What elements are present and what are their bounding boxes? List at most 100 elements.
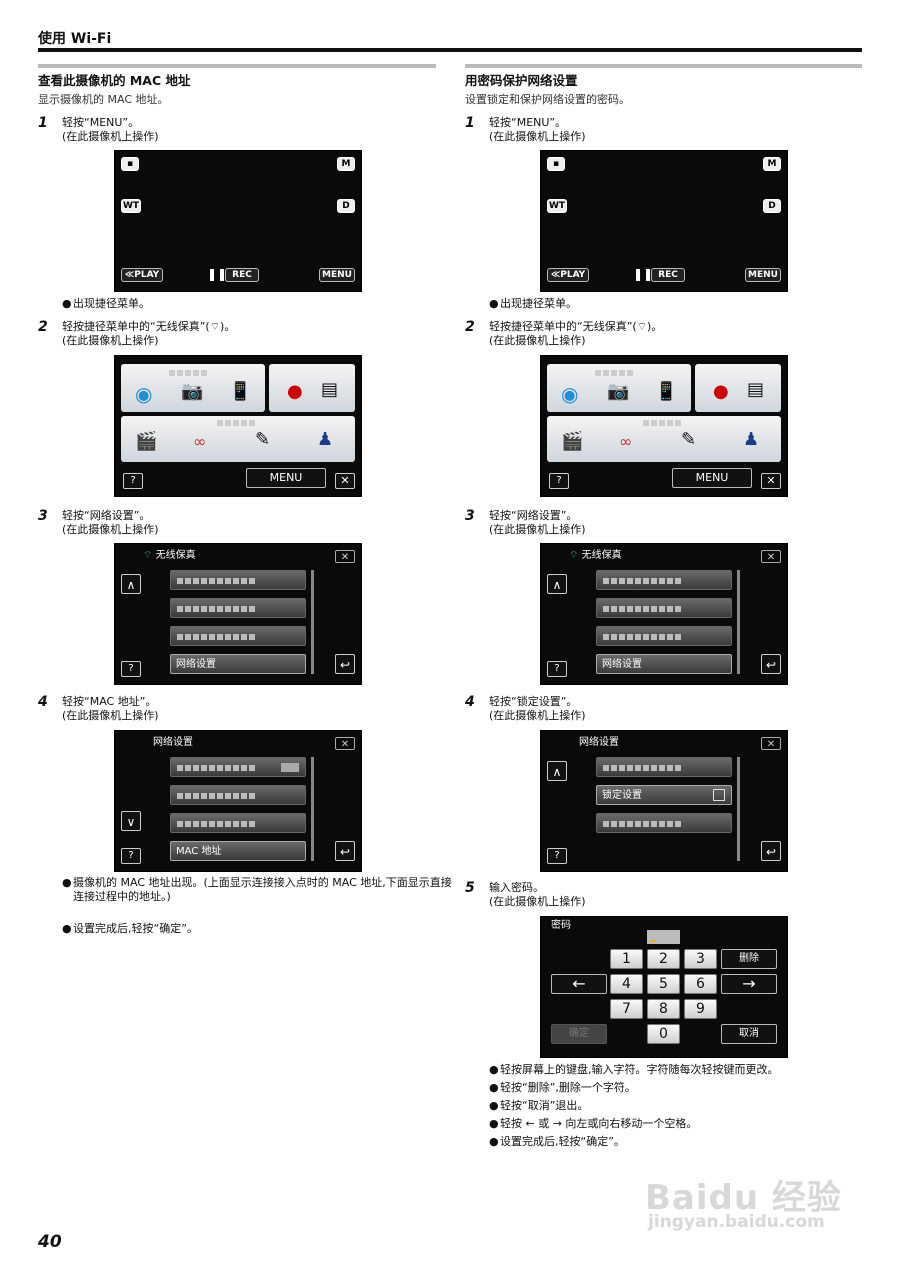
- bullet-item: ●摄像机的 MAC 地址出现。(上面显示连接接入点时的 MAC 地址,下面显示直…: [62, 876, 452, 903]
- network-settings-item[interactable]: 网络设置: [596, 654, 732, 674]
- camera-mode-icon[interactable]: ▪: [547, 157, 565, 171]
- camera-share-icon[interactable]: 📷: [181, 381, 204, 402]
- stamp-icon[interactable]: ♟: [743, 429, 760, 450]
- m-button[interactable]: M: [763, 157, 781, 171]
- key-1[interactable]: 1: [610, 949, 643, 969]
- list-item[interactable]: [596, 570, 732, 590]
- back-icon[interactable]: ↩: [335, 654, 355, 674]
- confirm-button[interactable]: 确定: [551, 1024, 607, 1044]
- wifi-icon[interactable]: ◉: [135, 382, 153, 406]
- scroll-up-button[interactable]: ∧: [547, 574, 567, 594]
- document-icon[interactable]: ▤: [747, 379, 765, 400]
- play-button[interactable]: ≪PLAY: [547, 268, 589, 282]
- close-icon[interactable]: ✕: [761, 737, 781, 750]
- menu-button[interactable]: MENU: [246, 468, 326, 488]
- rec-button[interactable]: REC: [225, 268, 259, 282]
- close-icon[interactable]: ✕: [335, 473, 355, 489]
- menu-button[interactable]: MENU: [672, 468, 752, 488]
- list-item[interactable]: [170, 757, 306, 777]
- back-icon[interactable]: ↩: [761, 841, 781, 861]
- network-settings-item[interactable]: 网络设置: [170, 654, 306, 674]
- scroll-down-button[interactable]: ∨: [121, 811, 141, 831]
- close-icon[interactable]: ✕: [335, 550, 355, 563]
- scrollbar[interactable]: [311, 757, 314, 861]
- list-item[interactable]: [170, 570, 306, 590]
- play-button[interactable]: ≪PLAY: [121, 268, 163, 282]
- key-3[interactable]: 3: [684, 949, 717, 969]
- delete-button[interactable]: 删除: [721, 949, 777, 969]
- d-button[interactable]: D: [763, 199, 781, 213]
- list-item[interactable]: [170, 785, 306, 805]
- left-arrow-button[interactable]: ←: [551, 974, 607, 994]
- section-description: 设置锁定和保护网络设置的密码。: [465, 93, 630, 106]
- password-field[interactable]: [647, 930, 680, 944]
- glasses-mustache-icon[interactable]: ∞: [193, 432, 207, 451]
- list-item[interactable]: [596, 757, 732, 777]
- key-4[interactable]: 4: [610, 974, 643, 994]
- back-icon[interactable]: ↩: [761, 654, 781, 674]
- right-arrow-button[interactable]: →: [721, 974, 777, 994]
- wifi-menu-screen: ⌔ 无线保真 ✕ ∧ 网络设置 ? ↩: [540, 543, 788, 685]
- list-item[interactable]: [596, 813, 732, 833]
- camera-share-icon[interactable]: 📷: [607, 381, 630, 402]
- scrollbar[interactable]: [737, 570, 740, 674]
- lock-checkbox[interactable]: [713, 789, 725, 801]
- camera-mode-icon[interactable]: ▪: [121, 157, 139, 171]
- key-8[interactable]: 8: [647, 999, 680, 1019]
- text-cursor: [650, 940, 656, 942]
- menu-button[interactable]: MENU: [745, 268, 781, 282]
- help-button[interactable]: ?: [121, 661, 141, 677]
- close-icon[interactable]: ✕: [335, 737, 355, 750]
- menu-button[interactable]: MENU: [319, 268, 355, 282]
- phone-camera-icon[interactable]: 📱: [229, 381, 252, 402]
- help-button[interactable]: ?: [121, 848, 141, 864]
- close-icon[interactable]: ✕: [761, 550, 781, 563]
- rec-button[interactable]: REC: [651, 268, 685, 282]
- pencils-icon[interactable]: ✎: [255, 429, 271, 450]
- document-icon[interactable]: ▤: [321, 379, 339, 400]
- network-settings-screen: 网络设置 ✕ ∨ MAC 地址 ? ↩: [114, 730, 362, 872]
- list-item[interactable]: [596, 626, 732, 646]
- m-button[interactable]: M: [337, 157, 355, 171]
- scroll-up-button[interactable]: ∧: [547, 761, 567, 781]
- scroll-up-button[interactable]: ∧: [121, 574, 141, 594]
- help-button[interactable]: ?: [123, 473, 143, 489]
- list-item[interactable]: [170, 813, 306, 833]
- key-6[interactable]: 6: [684, 974, 717, 994]
- clapperboard-icon[interactable]: 🎬: [561, 431, 584, 452]
- stamp-icon[interactable]: ♟: [317, 429, 334, 450]
- cancel-button[interactable]: 取消: [721, 1024, 777, 1044]
- list-item[interactable]: [596, 598, 732, 618]
- lock-settings-item[interactable]: 锁定设置: [596, 785, 732, 805]
- help-button[interactable]: ?: [547, 848, 567, 864]
- record-timer-icon[interactable]: ●: [713, 381, 729, 402]
- key-0[interactable]: 0: [647, 1024, 680, 1044]
- key-9[interactable]: 9: [684, 999, 717, 1019]
- wifi-icon: ⌔: [209, 320, 221, 333]
- phone-camera-icon[interactable]: 📱: [655, 381, 678, 402]
- record-timer-icon[interactable]: ●: [287, 381, 303, 402]
- back-icon[interactable]: ↩: [335, 841, 355, 861]
- camera-record-screen: ▪ M WT D ≪PLAY ❚❚ REC MENU: [114, 150, 362, 292]
- key-2[interactable]: 2: [647, 949, 680, 969]
- key-5[interactable]: 5: [647, 974, 680, 994]
- clapperboard-icon[interactable]: 🎬: [135, 431, 158, 452]
- step-2: 2 轻按捷径菜单中的“无线保真”(⌔)。 (在此摄像机上操作): [38, 319, 236, 347]
- bullet-item: ●设置完成后,轻按“确定”。: [489, 1135, 625, 1148]
- help-button[interactable]: ?: [549, 473, 569, 489]
- mac-address-item[interactable]: MAC 地址: [170, 841, 306, 861]
- scrollbar[interactable]: [311, 570, 314, 674]
- pencils-icon[interactable]: ✎: [681, 429, 697, 450]
- wt-zoom-button[interactable]: WT: [121, 199, 141, 213]
- help-button[interactable]: ?: [547, 661, 567, 677]
- d-button[interactable]: D: [337, 199, 355, 213]
- scrollbar[interactable]: [737, 757, 740, 861]
- close-icon[interactable]: ✕: [761, 473, 781, 489]
- list-item[interactable]: [170, 598, 306, 618]
- key-7[interactable]: 7: [610, 999, 643, 1019]
- wt-zoom-button[interactable]: WT: [547, 199, 567, 213]
- list-item[interactable]: [170, 626, 306, 646]
- screen-title: ⌔ 无线保真: [569, 550, 622, 561]
- wifi-icon[interactable]: ◉: [561, 382, 579, 406]
- glasses-mustache-icon[interactable]: ∞: [619, 432, 633, 451]
